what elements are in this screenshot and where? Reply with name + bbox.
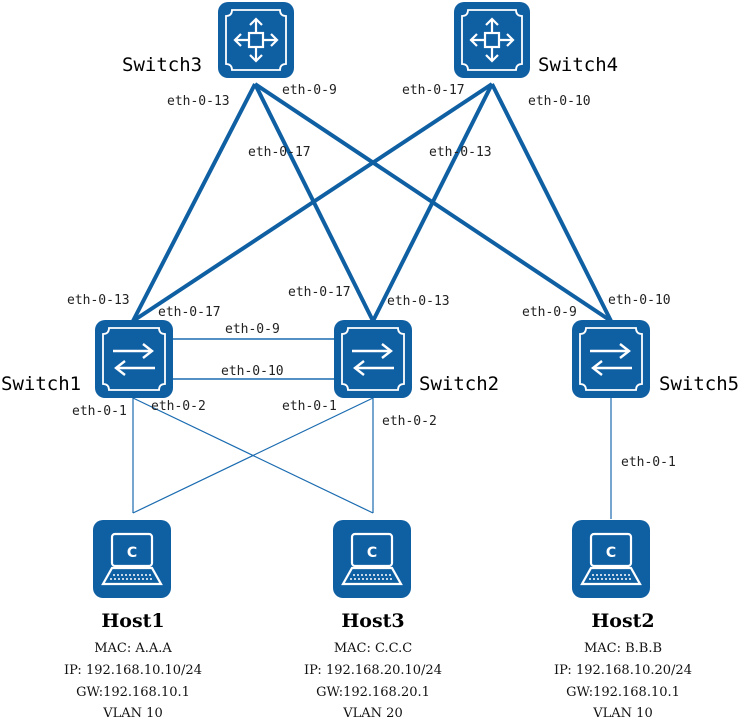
port-label-sw2-17: eth-0-17 <box>288 285 351 300</box>
port-label-sw3-17: eth-0-17 <box>248 145 311 160</box>
switch5-label: Switch5 <box>659 373 739 395</box>
port-label-sw3-9: eth-0-9 <box>282 83 337 98</box>
switch1[interactable] <box>95 320 173 398</box>
link-switch4-switch2 <box>371 83 494 322</box>
host1-gw: GW:192.168.10.1 <box>76 685 190 700</box>
switch2[interactable] <box>334 320 412 398</box>
port-label-sw1-2: eth-0-2 <box>151 399 206 414</box>
link-switch4-switch5 <box>490 83 613 322</box>
port-label-sw4-10: eth-0-10 <box>528 94 591 109</box>
core-switch-icon <box>233 17 279 63</box>
switch3-label: Switch3 <box>122 54 202 76</box>
host1-ip: IP: 192.168.10.10/24 <box>64 663 202 678</box>
host3-gw: GW:192.168.20.1 <box>316 685 430 700</box>
host1[interactable]: C <box>93 520 171 598</box>
port-label-sw5-1: eth-0-1 <box>621 455 676 470</box>
access-switch-icon <box>590 343 632 376</box>
host2-vlan: VLAN 10 <box>592 706 652 721</box>
laptop-icon: C <box>580 532 642 586</box>
access-switch-icon <box>352 343 394 376</box>
port-label-sw4-13: eth-0-13 <box>429 145 492 160</box>
switch5[interactable] <box>572 320 650 398</box>
port-label-sw1-17: eth-0-17 <box>158 305 221 320</box>
host3-ip: IP: 192.168.20.10/24 <box>304 663 442 678</box>
host1-vlan: VLAN 10 <box>102 706 162 721</box>
access-switch-icon <box>113 343 155 376</box>
switch1-label: Switch1 <box>1 373 81 395</box>
port-label-sw1-1: eth-0-1 <box>72 404 127 419</box>
port-label-sw1-9: eth-0-9 <box>225 322 280 337</box>
port-label-sw1-13: eth-0-13 <box>67 293 130 308</box>
switch3[interactable] <box>218 2 294 78</box>
switch4[interactable] <box>454 2 530 78</box>
port-label-sw1-10: eth-0-10 <box>221 364 284 379</box>
host2-gw: GW:192.168.10.1 <box>566 685 680 700</box>
port-label-sw3-13: eth-0-13 <box>167 94 230 109</box>
host1-label: Host1 <box>101 610 164 632</box>
link-switch4-switch1 <box>131 82 494 323</box>
laptop-glyph: C <box>606 545 616 561</box>
host2-label: Host2 <box>591 610 654 632</box>
switch4-label: Switch4 <box>538 54 618 76</box>
laptop-icon: C <box>101 532 163 586</box>
laptop-glyph: C <box>127 545 137 561</box>
port-label-sw2-13: eth-0-13 <box>387 294 450 309</box>
switch2-label: Switch2 <box>419 373 499 395</box>
host2-mac: MAC: B.B.B <box>584 641 662 656</box>
host2[interactable]: C <box>572 520 650 598</box>
links <box>131 82 613 519</box>
link-switch3-switch1 <box>131 83 257 322</box>
host1-mac: MAC: A.A.A <box>94 641 172 656</box>
port-label-sw5-9: eth-0-9 <box>522 305 577 320</box>
host3-vlan: VLAN 20 <box>342 706 402 721</box>
port-label-sw5-10: eth-0-10 <box>608 293 671 308</box>
port-label-sw2-2: eth-0-2 <box>382 414 437 429</box>
link-switch2-host1 <box>132 397 374 514</box>
port-label-sw2-1: eth-0-1 <box>282 399 337 414</box>
host3-label: Host3 <box>341 610 404 632</box>
laptop-glyph: C <box>367 545 377 561</box>
host2-ip: IP: 192.168.10.20/24 <box>554 663 692 678</box>
host3-mac: MAC: C.C.C <box>334 641 412 656</box>
core-switch-icon <box>469 17 515 63</box>
laptop-icon: C <box>341 532 403 586</box>
host3[interactable]: C <box>333 520 411 598</box>
port-label-sw4-17: eth-0-17 <box>402 83 465 98</box>
